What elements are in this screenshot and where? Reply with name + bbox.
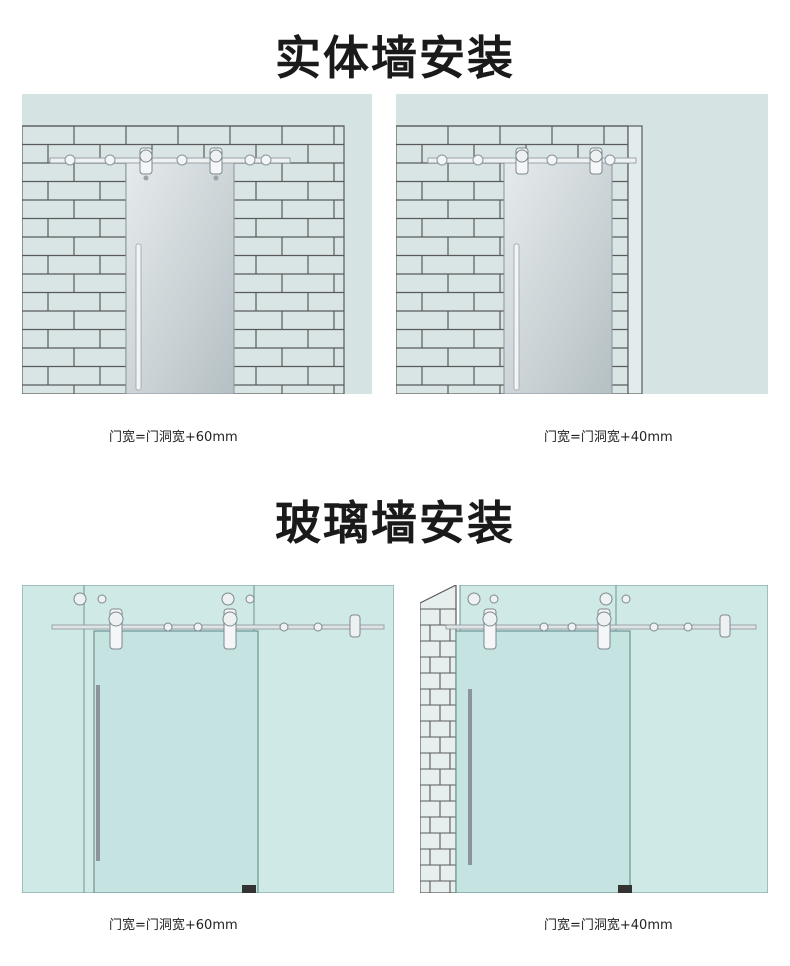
wall-frame	[627, 125, 643, 394]
floor-guide	[242, 885, 256, 893]
section-title-glass-wall: 玻璃墙安装	[275, 496, 515, 550]
caption-solid-wall-right: 门宽=门洞宽+40mm	[544, 430, 673, 445]
sliding-rail	[445, 592, 757, 650]
glass-wall-diagram-right	[420, 585, 768, 893]
glass-wall-diagram-left	[22, 585, 394, 893]
caption-glass-wall-right: 门宽=门洞宽+40mm	[544, 918, 673, 933]
door-handle	[135, 243, 142, 391]
door-handle	[513, 243, 520, 391]
glass-door	[503, 159, 613, 394]
brick-pattern	[420, 608, 456, 893]
glass-door	[93, 630, 259, 893]
glass-door	[125, 159, 235, 394]
floor-guide	[618, 885, 632, 893]
sliding-rail	[49, 147, 291, 181]
brick-side-wall	[420, 585, 457, 893]
solid-wall-diagram-left	[22, 94, 372, 394]
sliding-rail	[51, 592, 385, 650]
solid-wall-diagram-right	[396, 94, 768, 394]
sliding-rail	[427, 147, 637, 175]
glass-door	[455, 630, 631, 893]
caption-solid-wall-left: 门宽=门洞宽+60mm	[109, 430, 238, 445]
section-title-solid-wall: 实体墙安装	[275, 31, 515, 85]
caption-glass-wall-left: 门宽=门洞宽+60mm	[109, 918, 238, 933]
door-handle	[96, 685, 100, 861]
door-handle	[468, 689, 472, 865]
